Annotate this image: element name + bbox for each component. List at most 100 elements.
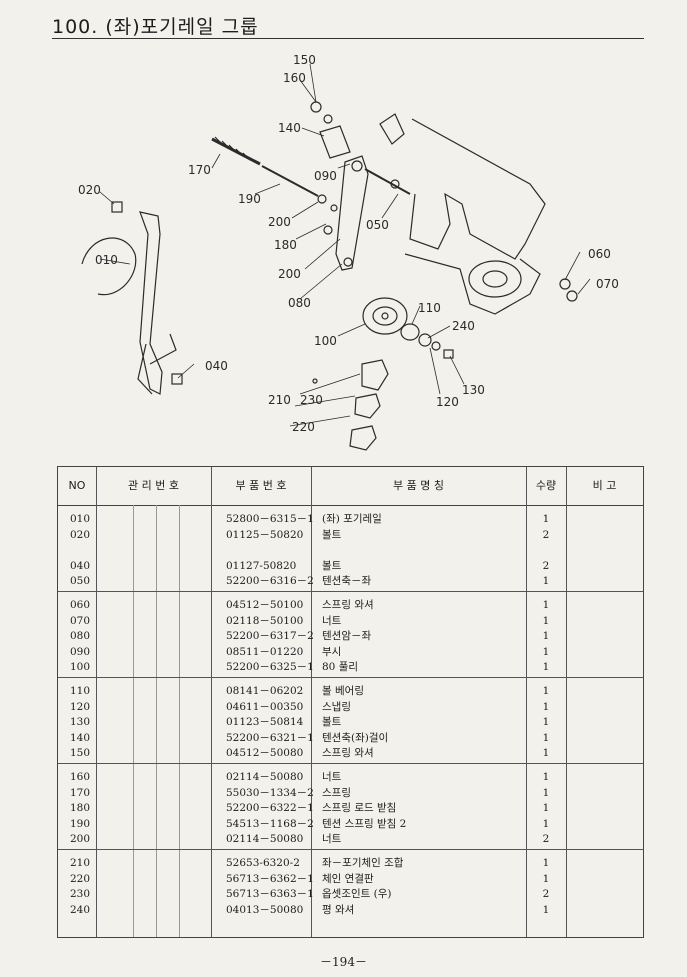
callout-220: 220: [292, 420, 315, 434]
row-qty: 1: [542, 747, 550, 759]
row-part-name: 텐션암－좌: [322, 630, 372, 642]
row-qty: 1: [542, 700, 550, 713]
row-qty: 1: [542, 645, 550, 658]
row-no: 180: [70, 802, 91, 814]
row-part-name: 평 와셔: [322, 903, 355, 916]
row-part-no: 52200－6316－2: [226, 575, 314, 587]
row-part-name: 옵셋조인트 (우): [322, 888, 392, 900]
row-qty: 2: [542, 528, 550, 541]
title-divider: [52, 38, 644, 39]
row-part-name: 너트: [322, 771, 342, 783]
header-note: 비 고: [592, 479, 617, 492]
pulley-shape: [362, 297, 408, 335]
row-qty: 1: [542, 599, 550, 611]
leader-lines: [99, 63, 591, 427]
row-no: 020: [70, 528, 91, 541]
row-part-name: 볼트: [322, 559, 342, 572]
frame-hub-inner: [482, 270, 508, 288]
frame-outline: [409, 118, 546, 260]
callout-080: 080: [288, 296, 311, 310]
row-no: 090: [70, 645, 91, 658]
row-part-name: 볼트: [322, 716, 342, 728]
callout-140: 140: [278, 121, 301, 135]
row-no: 130: [70, 716, 91, 728]
row-part-name: 부시: [322, 645, 342, 658]
row-no: 240: [70, 903, 91, 916]
col-divider: [566, 467, 567, 937]
rail-foot: [137, 343, 153, 395]
callout-240: 240: [452, 319, 475, 333]
callout-110: 110: [418, 301, 441, 315]
row-qty: 1: [542, 903, 550, 916]
callout-180: 180: [274, 238, 297, 252]
flat-washer-shape: [431, 341, 441, 351]
callout-150: 150: [293, 53, 316, 67]
frame-bracket: [379, 113, 405, 145]
header-part-name: 부 품 명 칭: [393, 479, 444, 492]
callout-090: 090: [314, 169, 337, 183]
row-no: 060: [70, 599, 91, 611]
row-part-name: 볼 베어링: [322, 685, 364, 697]
frame-hub: [468, 260, 522, 298]
bearing-shape: [400, 323, 420, 341]
row-part-no: 02114－50080: [226, 833, 304, 845]
row-part-name: 80 풀리: [322, 661, 359, 673]
row-qty: 1: [542, 575, 550, 587]
callout-040: 040: [205, 359, 228, 373]
row-no: 160: [70, 771, 91, 783]
callout-210: 210: [268, 393, 291, 407]
row-no: 190: [70, 817, 91, 830]
row-no: 100: [70, 661, 91, 673]
row-qty: 1: [542, 513, 550, 525]
page-title: 100. (좌)포기레일 그룹: [52, 16, 259, 38]
pulley-inner: [372, 306, 398, 326]
row-no: 210: [70, 857, 91, 869]
chain-plate-2: [354, 393, 381, 419]
row-no: 050: [70, 575, 91, 587]
spring-washer-060-shape: [559, 278, 571, 290]
row-no: 040: [70, 559, 91, 572]
row-qty: 1: [542, 786, 550, 799]
row-part-name: 체인 연결판: [322, 872, 374, 885]
row-no: 080: [70, 630, 91, 642]
rail-bracket: [149, 333, 177, 365]
row-qty: 1: [542, 802, 550, 814]
row-part-name: 너트: [322, 833, 342, 845]
col-divider: [211, 467, 212, 937]
row-part-no: 54513－1168－2: [226, 817, 314, 830]
row-no: 110: [70, 685, 91, 697]
row-qty: 1: [542, 771, 550, 783]
row-part-name: 스프링 와셔: [322, 599, 374, 611]
row-part-name: 좌－포기체인 조합: [322, 857, 404, 869]
row-qty: 1: [542, 817, 550, 830]
nut-070-shape: [566, 290, 578, 302]
nut-200b-shape: [323, 225, 333, 235]
bolt-130-shape: [443, 349, 454, 359]
callout-160: 160: [283, 71, 306, 85]
callout-100: 100: [314, 334, 337, 348]
washer-180-shape: [330, 204, 338, 212]
row-part-name: 볼트: [322, 528, 342, 541]
rail-plate: [139, 211, 163, 395]
rail-curve: [81, 237, 137, 296]
nut-160-shape: [310, 101, 322, 113]
